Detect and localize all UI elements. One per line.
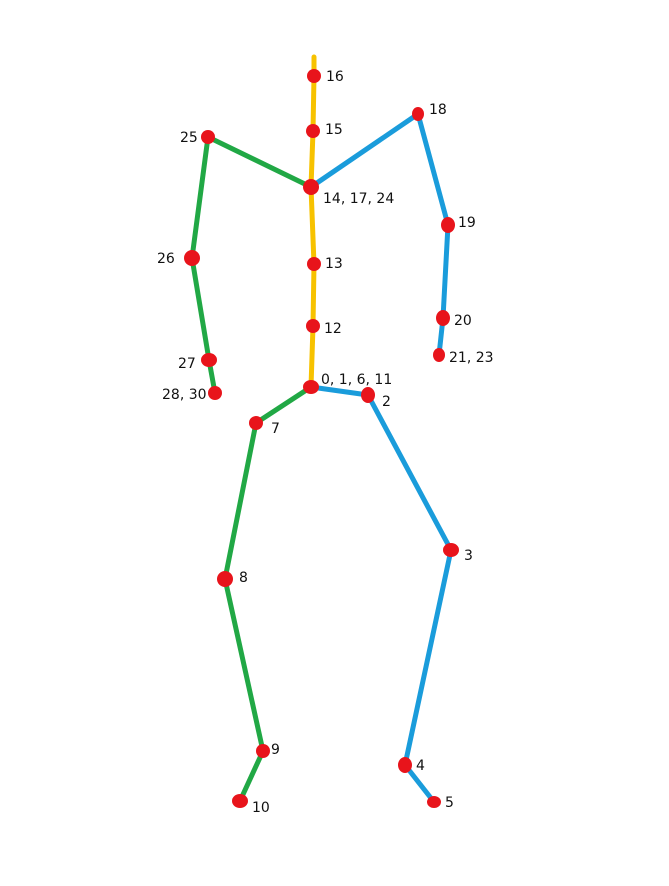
joint-marker-j16 xyxy=(307,69,321,83)
joint-marker-j9 xyxy=(256,744,270,758)
joint-marker-j8 xyxy=(217,571,233,587)
joint-label-j7: 7 xyxy=(271,421,280,437)
joint-marker-j10 xyxy=(232,794,248,808)
joint-marker-j13 xyxy=(307,257,321,271)
bone-j8-j9 xyxy=(222,576,266,754)
bone-j12-j0 xyxy=(308,323,316,390)
joint-label-j19: 19 xyxy=(458,215,476,231)
joint-label-j9: 9 xyxy=(271,742,280,758)
joint-label-j25: 25 xyxy=(180,130,198,146)
bone-j14-j25 xyxy=(205,134,314,190)
joint-label-j20: 20 xyxy=(454,313,472,329)
joint-marker-j19 xyxy=(441,217,455,233)
joint-label-j0: 0, 1, 6, 11 xyxy=(321,372,392,388)
joint-label-j28: 28, 30 xyxy=(162,387,207,403)
bone-j0-j2 xyxy=(308,384,371,398)
joint-label-j21: 21, 23 xyxy=(449,350,494,366)
joint-label-j16: 16 xyxy=(326,69,344,85)
bone-j13-j12 xyxy=(310,261,317,329)
joint-label-j12: 12 xyxy=(324,321,342,337)
joint-marker-j26 xyxy=(184,250,200,266)
joint-label-j18: 18 xyxy=(429,102,447,118)
joint-label-j2: 2 xyxy=(382,394,391,410)
joint-label-j15: 15 xyxy=(325,122,343,138)
joint-marker-j5 xyxy=(427,796,441,808)
bone-j2-j3 xyxy=(365,392,454,553)
joint-label-j5: 5 xyxy=(445,795,454,811)
bone-j14-j13 xyxy=(308,184,317,267)
bone-j9-j10 xyxy=(237,748,266,804)
joint-marker-j7 xyxy=(249,416,263,430)
bone-j18-j19 xyxy=(415,111,451,228)
bone-j3-j4 xyxy=(402,547,454,768)
bone-j14-j18 xyxy=(308,111,421,190)
joint-marker-j2 xyxy=(361,387,375,403)
joint-marker-j18 xyxy=(412,107,424,121)
joint-label-j13: 13 xyxy=(325,256,343,272)
joint-marker-j21 xyxy=(433,348,445,362)
bone-j4-j5 xyxy=(402,762,437,805)
joint-label-j4: 4 xyxy=(416,758,425,774)
joint-marker-j25 xyxy=(201,130,215,144)
joint-marker-j4 xyxy=(398,757,412,773)
joint-label-j26: 26 xyxy=(157,251,175,267)
joint-marker-j14 xyxy=(303,179,319,195)
bone-j0-j7 xyxy=(253,384,314,426)
bones-layer xyxy=(189,54,454,805)
bone-j16-j15 xyxy=(310,73,317,134)
joints-layer xyxy=(184,69,459,808)
joint-label-j8: 8 xyxy=(239,570,248,586)
joint-marker-j27 xyxy=(201,353,217,367)
bone-j26-j27 xyxy=(189,255,212,363)
bone-j7-j8 xyxy=(222,420,259,582)
joint-label-j27: 27 xyxy=(178,356,196,372)
joint-marker-j0 xyxy=(303,380,319,394)
joint-marker-j12 xyxy=(306,319,320,333)
joint-marker-j20 xyxy=(436,310,450,326)
joint-label-j10: 10 xyxy=(252,800,270,816)
labels-layer: 16 15 14, 17, 24 13 12 0, 1, 6, 11 18 19 20 21, 2… xyxy=(157,69,494,816)
joint-label-j14: 14, 17, 24 xyxy=(323,191,394,207)
joint-marker-j15 xyxy=(306,124,320,138)
bone-j15-j14 xyxy=(308,128,316,190)
bone-j25-j26 xyxy=(189,134,211,261)
joint-marker-j3 xyxy=(443,543,459,557)
joint-label-j3: 3 xyxy=(464,548,473,564)
joint-marker-j28 xyxy=(208,386,222,400)
bone-j19-j20 xyxy=(440,222,451,321)
